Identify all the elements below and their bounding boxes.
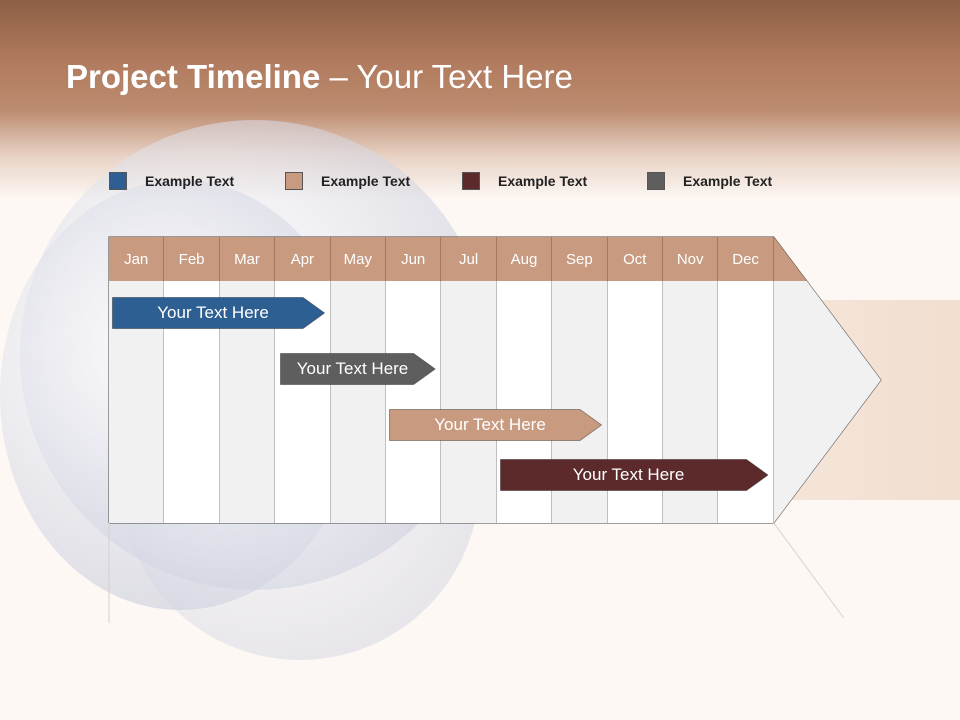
legend-item-4: Example Text bbox=[647, 170, 772, 192]
task-label: Your Text Here bbox=[157, 303, 269, 322]
timeline-arrow-tip bbox=[773, 281, 881, 523]
task-label: Your Text Here bbox=[434, 415, 546, 434]
month-header-aug: Aug bbox=[496, 237, 553, 281]
task-bar-2[interactable]: Your Text Here bbox=[280, 353, 436, 385]
month-header-dec: Dec bbox=[718, 237, 774, 281]
legend-label: Example Text bbox=[498, 173, 588, 189]
legend-swatch bbox=[647, 172, 665, 190]
task-arrow-shape bbox=[280, 353, 436, 385]
month-header-may: May bbox=[330, 237, 386, 281]
month-column-jul bbox=[441, 281, 497, 523]
month-header-jun: Jun bbox=[386, 237, 442, 281]
month-header-sep: Sep bbox=[552, 237, 608, 281]
legend-swatch bbox=[285, 172, 303, 190]
legend-item-2: Example Text bbox=[285, 170, 410, 192]
task-arrow-shape bbox=[389, 409, 603, 441]
task-bar-3[interactable]: Your Text Here bbox=[389, 409, 603, 441]
month-header-oct: Oct bbox=[607, 237, 663, 281]
task-label: Your Text Here bbox=[572, 465, 685, 484]
month-header-mar: Mar bbox=[219, 237, 276, 281]
month-header-nov: Nov bbox=[663, 237, 719, 281]
legend-swatch bbox=[109, 172, 127, 190]
legend-label: Example Text bbox=[683, 173, 773, 189]
title-rest: – Your Text Here bbox=[320, 58, 573, 95]
legend-swatch bbox=[462, 172, 480, 190]
task-label: Your Text Here bbox=[296, 359, 409, 378]
timeline-reflection bbox=[108, 522, 845, 623]
month-header-jan: Jan bbox=[109, 237, 165, 281]
month-header-feb: Feb bbox=[164, 237, 220, 281]
legend-item-3: Example Text bbox=[462, 170, 587, 192]
title-bold: Project Timeline bbox=[66, 58, 321, 95]
legend-label: Example Text bbox=[321, 173, 411, 189]
legend-item-1: Example Text bbox=[109, 170, 234, 192]
month-column-jun bbox=[386, 281, 442, 523]
slide-title: Project Timeline – Your Text Here bbox=[66, 58, 573, 96]
legend-label: Example Text bbox=[145, 173, 235, 189]
timeline-arrow-header-tip bbox=[773, 237, 807, 281]
month-header-jul: Jul bbox=[441, 237, 497, 281]
task-bar-4[interactable]: Your Text Here bbox=[499, 459, 769, 491]
task-arrow-shape bbox=[499, 459, 769, 491]
month-column-may bbox=[330, 281, 386, 523]
month-header-apr: Apr bbox=[275, 237, 331, 281]
task-arrow-shape bbox=[112, 297, 326, 329]
task-bar-1[interactable]: Your Text Here bbox=[112, 297, 326, 329]
